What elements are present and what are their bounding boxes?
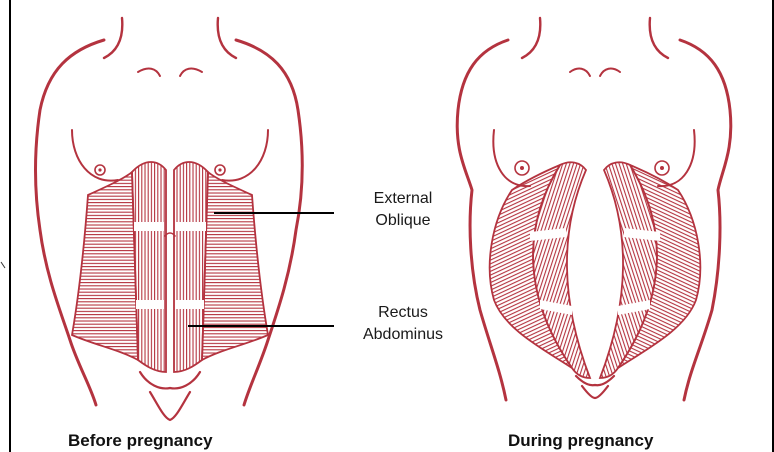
rectus-abdominus-label-line2: Abdominus [348, 324, 458, 346]
before-figure [36, 18, 303, 420]
before-pelvis [140, 372, 200, 420]
before-chest [72, 130, 268, 181]
during-figure [457, 18, 731, 400]
caption-during-pregnancy: During pregnancy [508, 431, 653, 451]
before-body-outline [36, 40, 303, 405]
external-oblique-label-line2: Oblique [348, 210, 458, 232]
rectus-abdominus-label-line1: Rectus [348, 302, 458, 324]
caption-before-pregnancy: Before pregnancy [68, 431, 213, 451]
external-oblique-label: External Oblique [348, 188, 458, 232]
before-external-oblique-left [72, 172, 138, 360]
during-neck [522, 18, 668, 58]
left-edge-tick [1, 262, 5, 268]
before-rectus-left [132, 162, 166, 372]
before-collarbones [138, 69, 202, 76]
before-neck [104, 18, 236, 58]
external-oblique-label-line1: External [348, 188, 458, 210]
during-pelvis [576, 376, 614, 398]
before-rectus-right [174, 162, 208, 372]
during-chest [493, 130, 694, 186]
during-collarbones [570, 69, 620, 76]
rectus-abdominus-label: Rectus Abdominus [348, 302, 458, 346]
before-external-oblique-right [202, 172, 268, 360]
